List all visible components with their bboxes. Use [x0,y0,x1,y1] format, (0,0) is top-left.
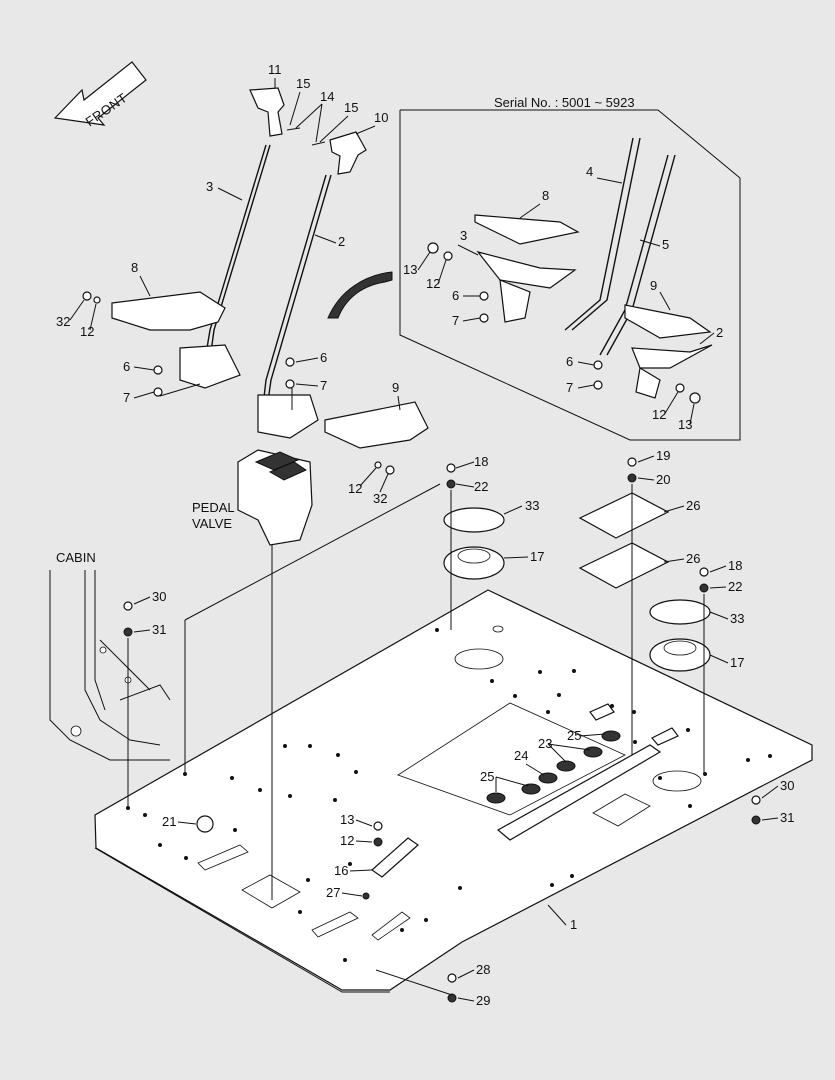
pedal-8-bracket [179,344,241,389]
inset-pedal-9 [624,304,712,339]
inset-bracket-2-base [635,367,661,399]
callout-23: 23 [538,736,552,751]
pedal-valve-label-line2: VALVE [192,516,232,531]
inset-callout-7a: 7 [452,313,459,328]
callout-7b: 7 [320,378,327,393]
inset-callout-6a: 6 [452,288,459,303]
inset-bracket-3 [476,250,577,289]
inset-callout-12b: 12 [652,407,666,422]
bracket-16 [371,837,419,878]
serial-label: Serial No. : 5001 ~ 5923 [494,95,635,110]
callout-9: 9 [392,380,399,395]
leader-lines [69,78,779,1002]
floor-plate [94,589,813,993]
callout-31b: 31 [780,810,794,825]
inset-pointer-arrow [327,271,393,319]
inset-assembly [427,137,713,404]
callout-1: 1 [570,917,577,932]
callout-20: 20 [656,472,670,487]
knob-10 [329,131,367,175]
callout-2: 2 [338,234,345,249]
inset-bracket-3-base [499,279,531,323]
callout-10: 10 [374,110,388,125]
callout-18b: 18 [728,558,742,573]
callout-19: 19 [656,448,670,463]
inset-callout-3: 3 [460,228,467,243]
callout-24: 24 [514,748,528,763]
callout-28: 28 [476,962,490,977]
callout-16: 16 [334,863,348,878]
callout-18a: 18 [474,454,488,469]
callout-32a: 32 [56,314,70,329]
pedal-valve-label-line1: PEDAL [192,500,235,515]
inset-callout-4: 4 [586,164,593,179]
inset-callout-13b: 13 [678,417,692,432]
callout-29: 29 [476,993,490,1008]
callout-12c: 12 [340,833,354,848]
inset-callout-13a: 13 [403,262,417,277]
inset-callout-9: 9 [650,278,657,293]
cabin-frame: CABIN [49,550,171,761]
callouts: 11 15 14 15 10 3 2 8 32 12 6 7 6 7 9 12 … [56,62,794,1008]
callout-26a: 26 [686,498,700,513]
inset-callout-6b: 6 [566,354,573,369]
pedal-9 [324,401,429,449]
callout-25a: 25 [567,728,581,743]
washer-33-right [649,599,711,625]
callout-15a: 15 [296,76,310,91]
inset-callout-12a: 12 [426,276,440,291]
callout-12a: 12 [80,324,94,339]
callout-33a: 33 [525,498,539,513]
callout-8: 8 [131,260,138,275]
callout-21: 21 [162,814,176,829]
callout-30a: 30 [152,589,166,604]
callout-6a: 6 [123,359,130,374]
plug-21 [196,815,214,833]
callout-11: 11 [268,62,282,77]
inset-callout-7b: 7 [566,380,573,395]
inset-callout-8: 8 [542,188,549,203]
callout-33b: 33 [730,611,744,626]
callout-22b: 22 [728,579,742,594]
callout-3: 3 [206,179,213,194]
callout-17a: 17 [530,549,544,564]
plate-26-upper [578,492,670,539]
callout-31a: 31 [152,622,166,637]
callout-22a: 22 [474,479,488,494]
callout-7a: 7 [123,390,130,405]
callout-12b: 12 [348,481,362,496]
callout-32b: 32 [373,491,387,506]
callout-15b: 15 [344,100,358,115]
serial-inset: Serial No. : 5001 ~ 5923 [327,95,741,441]
front-arrow: FRONT [53,61,147,129]
cabin-label: CABIN [56,550,96,565]
callout-30b: 30 [780,778,794,793]
callout-17b: 17 [730,655,744,670]
plate-26-lower [578,542,670,589]
washer-33-left [443,507,505,533]
callout-14: 14 [320,89,334,104]
inset-pedal-8 [474,214,580,245]
callout-27: 27 [326,885,340,900]
pedal-9-bracket [257,394,319,439]
inset-bracket-2 [631,344,713,369]
knob-11 [249,87,285,137]
callout-6b: 6 [320,350,327,365]
left-lever-assembly: PEDAL VALVE [82,87,429,900]
mount-assemblies [123,457,761,1003]
pedal-8 [111,291,226,331]
callout-13: 13 [340,812,354,827]
callout-26b: 26 [686,551,700,566]
inset-callout-2: 2 [716,325,723,340]
callout-25b: 25 [480,769,494,784]
inset-callout-5: 5 [662,237,669,252]
